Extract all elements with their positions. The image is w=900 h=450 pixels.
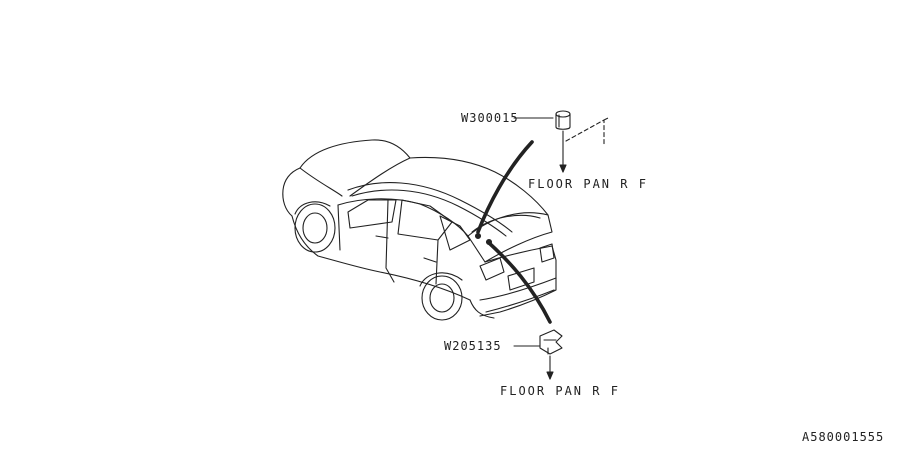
harness-connection-point-lower [485, 238, 493, 246]
location-guide-dashed [565, 116, 611, 145]
arrow-down-icon [559, 130, 567, 173]
bracket-clip-icon [539, 329, 563, 355]
diagram-id-label: A580001555 [802, 430, 885, 444]
part-number-label: W300015 [461, 111, 519, 125]
wiring-harness-lines [476, 140, 552, 324]
part-number-label: W205135 [444, 339, 502, 353]
destination-label: FLOOR PAN R F [528, 177, 648, 191]
harness-connection-point-upper [474, 232, 482, 240]
arrow-down-icon [546, 355, 554, 380]
grommet-icon [555, 110, 571, 130]
suv-rear-three-quarter-icon [282, 139, 557, 321]
destination-label: FLOOR PAN R F [500, 384, 620, 398]
